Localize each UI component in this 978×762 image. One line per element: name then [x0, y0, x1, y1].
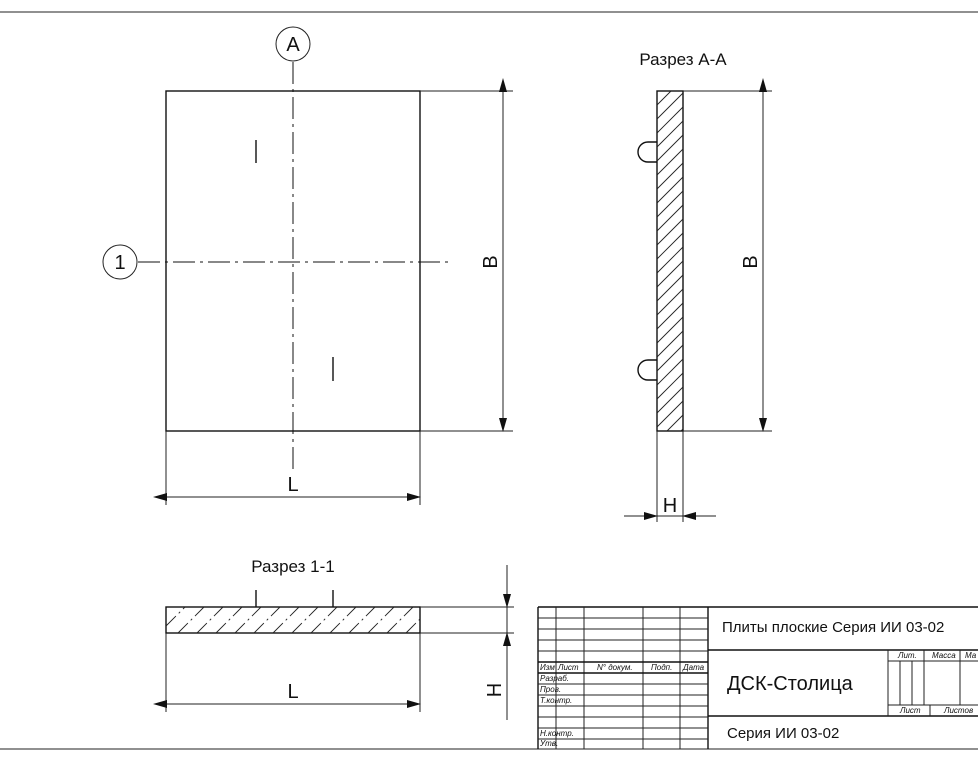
hatch-line — [656, 90, 672, 106]
hatch-line — [656, 148, 684, 176]
hatch-line — [405, 618, 421, 634]
tb-sheet-label: Лист — [899, 706, 921, 715]
hatch-line — [656, 218, 684, 246]
hatch-line — [656, 260, 684, 288]
section-11: Разрез 1-1 L H — [153, 557, 514, 720]
hatch-line — [291, 606, 319, 634]
axis-1-bubble — [102, 244, 138, 280]
hatch-line — [656, 288, 684, 316]
hatch-line — [656, 190, 684, 218]
tb-role-checker: Пров. — [540, 685, 561, 694]
section-11-width-label: L — [287, 681, 298, 703]
hatch-line — [272, 606, 300, 634]
hatch-line — [666, 414, 684, 432]
hatch-line — [656, 162, 684, 190]
hatch-line — [348, 606, 376, 634]
section-aa-outline — [656, 90, 684, 432]
hatch-line — [656, 330, 684, 358]
tb-lit-label: Лит. — [897, 651, 917, 660]
loop-top — [637, 141, 657, 163]
tb-series: Серия ИИ 03-02 — [727, 725, 839, 742]
hatch-line — [656, 400, 684, 428]
dim-height-label: B — [480, 255, 502, 268]
hatch-line — [367, 606, 395, 634]
tb-header-sign: Подп. — [651, 663, 672, 672]
hatch-line — [310, 606, 338, 634]
hatch-line — [656, 386, 684, 414]
section-aa-height-label: B — [740, 255, 762, 268]
hatch-line — [656, 232, 684, 260]
section-aa: Разрез А-А B H — [624, 50, 772, 522]
axis-a-bubble — [275, 26, 311, 62]
tb-mass-label: Масса — [932, 651, 956, 660]
tb-scale-label: Ма — [965, 651, 977, 660]
section-11-title: Разрез 1-1 — [251, 557, 334, 576]
dim-width-label: L — [287, 474, 298, 496]
section-11-hatching — [165, 606, 421, 634]
title-block: Изм Лист N° докум. Подп. Дата Разраб. Пр… — [537, 606, 978, 749]
hatch-line — [253, 606, 281, 634]
hatch-line — [386, 606, 414, 634]
loop-bottom — [637, 359, 657, 381]
hatch-line — [234, 606, 262, 634]
tb-header-date: Дата — [682, 663, 705, 672]
tb-header-list: Лист — [557, 663, 579, 672]
tb-role-norm-control: Н.контр. — [540, 729, 574, 738]
section-aa-thickness-label: H — [663, 495, 677, 517]
hatch-line — [656, 316, 684, 344]
hatch-line — [656, 302, 684, 330]
tb-role-tech-control: Т.контр. — [540, 696, 572, 705]
plan-view: A 1 L B — [102, 26, 513, 505]
hatch-line — [215, 606, 243, 634]
axis-1-label: 1 — [114, 252, 125, 274]
hatch-line — [329, 606, 357, 634]
hatch-line — [656, 106, 684, 134]
hatch-line — [196, 606, 224, 634]
section-aa-hatching — [656, 90, 684, 432]
hatch-line — [656, 344, 684, 372]
hatch-line — [656, 120, 684, 148]
hatch-line — [656, 274, 684, 302]
tb-product-title: Плиты плоские Серия ИИ 03-02 — [722, 619, 944, 636]
tb-header-doc: N° докум. — [597, 663, 633, 672]
hatch-line — [165, 606, 186, 627]
axis-a-label: A — [286, 34, 300, 56]
sheet-frame — [0, 11, 978, 750]
tb-role-approved: Утв. — [539, 739, 558, 748]
hatch-line — [656, 134, 684, 162]
hatch-line — [656, 372, 684, 400]
hatch-line — [656, 92, 684, 120]
hatch-line — [656, 176, 684, 204]
hatch-line — [656, 246, 684, 274]
section-11-thickness-label: H — [484, 683, 506, 697]
tb-sheets-label: Листов — [943, 706, 973, 715]
hatch-line — [656, 204, 684, 232]
section-aa-title: Разрез А-А — [639, 50, 727, 69]
tb-header-izm: Изм — [540, 663, 555, 672]
tb-role-developer: Разраб. — [540, 674, 569, 683]
hatch-line — [656, 358, 684, 386]
section-11-outline — [165, 606, 421, 634]
hatch-line — [680, 428, 684, 432]
tb-organization: ДСК-Столица — [727, 673, 854, 695]
hatch-line — [177, 606, 205, 634]
